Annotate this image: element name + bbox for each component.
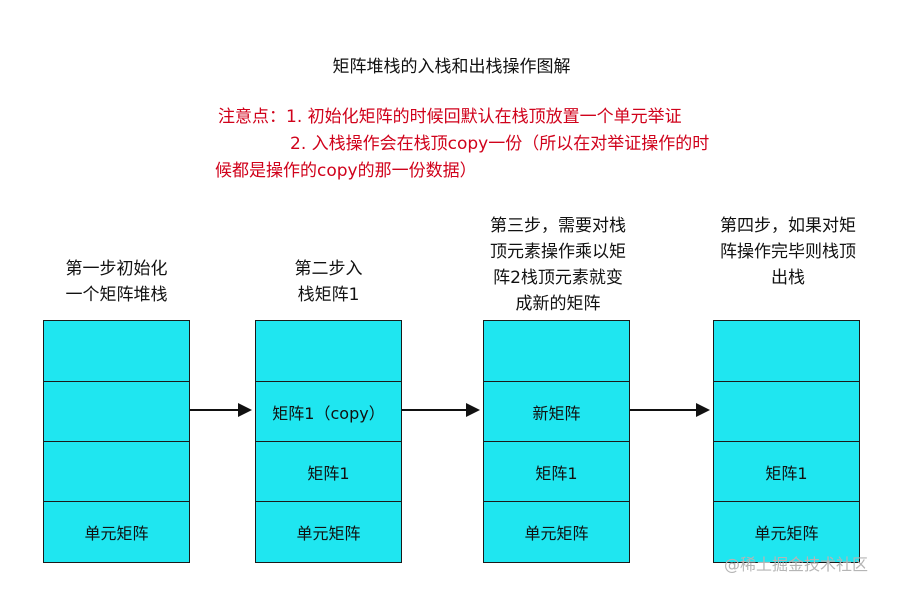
stack-cell: 单元矩阵 bbox=[714, 501, 859, 562]
note-line-2: 2. 入栈操作会在栈顶copy一份（所以在对举证操作的时 bbox=[290, 134, 710, 154]
stack-cell: 新矩阵 bbox=[484, 381, 629, 442]
stack-cell: 单元矩阵 bbox=[256, 501, 401, 562]
step-4-label-line: 第四步，如果对矩 bbox=[720, 216, 856, 236]
stack-cell bbox=[484, 321, 629, 381]
stack-cell bbox=[256, 321, 401, 381]
step-3-label-line: 第三步，需要对栈 bbox=[490, 216, 626, 236]
step-3-label: 第三步，需要对栈 顶元素操作乘以矩 阵2栈顶元素就变 成新的矩阵 bbox=[470, 213, 646, 317]
stack-cell bbox=[714, 381, 859, 442]
stack-cell: 矩阵1（copy） bbox=[256, 381, 401, 442]
step-4-label-line: 阵操作完毕则栈顶 bbox=[720, 242, 856, 262]
stack-cell: 单元矩阵 bbox=[44, 501, 189, 562]
stack-cell bbox=[44, 441, 189, 502]
stack-cell: 矩阵1 bbox=[256, 441, 401, 502]
step-3-label-line: 成新的矩阵 bbox=[515, 294, 601, 314]
step-2-label-line: 栈矩阵1 bbox=[297, 285, 360, 305]
step-1-label: 第一步初始化 一个矩阵堆栈 bbox=[43, 256, 190, 308]
stack-step-4: 矩阵1 单元矩阵 bbox=[713, 320, 860, 563]
step-2-label-line: 第二步入 bbox=[294, 259, 363, 279]
arrow-right-icon bbox=[630, 403, 710, 417]
stack-cell bbox=[714, 321, 859, 381]
step-3-label-line: 顶元素操作乘以矩 bbox=[490, 242, 626, 262]
stack-step-3: 新矩阵 矩阵1 单元矩阵 bbox=[483, 320, 630, 563]
note-line-3: 候都是操作的copy的那一份数据） bbox=[215, 161, 477, 181]
stack-cell bbox=[44, 381, 189, 442]
stack-cell bbox=[44, 321, 189, 381]
diagram-title: 矩阵堆栈的入栈和出栈操作图解 bbox=[332, 57, 571, 77]
step-1-label-line: 第一步初始化 bbox=[65, 259, 168, 279]
step-2-label: 第二步入 栈矩阵1 bbox=[255, 256, 402, 308]
stack-step-2: 矩阵1（copy） 矩阵1 单元矩阵 bbox=[255, 320, 402, 563]
stack-cell: 单元矩阵 bbox=[484, 501, 629, 562]
arrow-right-icon bbox=[190, 403, 252, 417]
step-4-label-line: 出栈 bbox=[771, 268, 805, 288]
watermark: @稀土掘金技术社区 bbox=[724, 555, 869, 574]
step-1-label-line: 一个矩阵堆栈 bbox=[65, 285, 168, 305]
stack-cell: 矩阵1 bbox=[484, 441, 629, 502]
note-line-1: 注意点：1. 初始化矩阵的时候回默认在栈顶放置一个单元举证 bbox=[218, 107, 682, 127]
stack-step-1: 单元矩阵 bbox=[43, 320, 190, 563]
arrow-right-icon bbox=[402, 403, 480, 417]
step-4-label: 第四步，如果对矩 阵操作完毕则栈顶 出栈 bbox=[700, 213, 876, 291]
stack-cell: 矩阵1 bbox=[714, 441, 859, 502]
step-3-label-line: 阵2栈顶元素就变 bbox=[493, 268, 623, 288]
note-block: 注意点：1. 初始化矩阵的时候回默认在栈顶放置一个单元举证 2. 入栈操作会在栈… bbox=[215, 104, 710, 185]
